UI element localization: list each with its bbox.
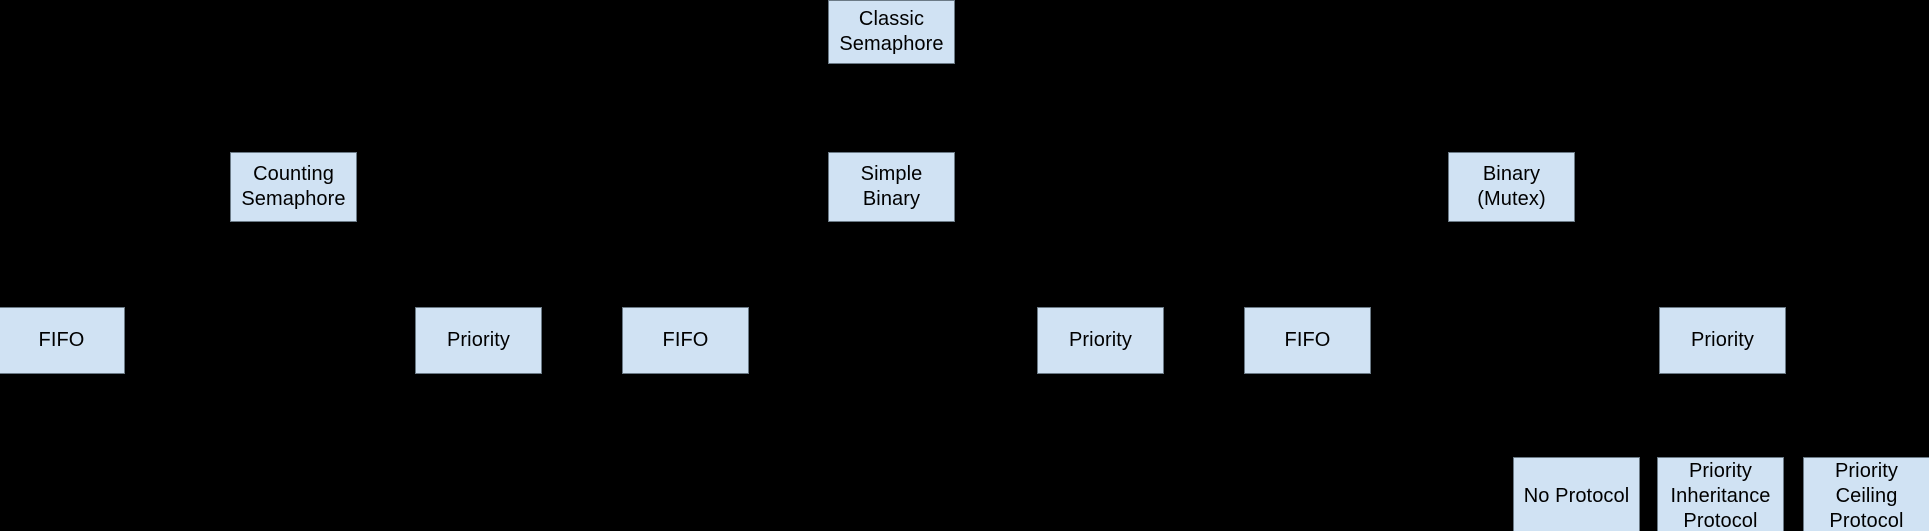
node-counting-semaphore[interactable]: Counting Semaphore (230, 152, 357, 222)
node-counting-priority[interactable]: Priority (415, 307, 542, 374)
node-label-no-protocol: No Protocol (1523, 484, 1630, 507)
node-simple-binary[interactable]: Simple Binary (828, 152, 955, 222)
node-label-simple-binary-fifo: FIFO (662, 329, 709, 351)
node-label-classic-semaphore: Classic Semaphore (839, 8, 944, 55)
node-priority-inheritance-protocol[interactable]: Priority Inheritance Protocol (1657, 457, 1784, 531)
node-label-simple-binary-priority: Priority (1068, 329, 1133, 351)
node-no-protocol[interactable]: No Protocol (1513, 457, 1640, 531)
node-label-simple-binary: Simple Binary (860, 163, 923, 210)
node-label-counting-fifo: FIFO (38, 329, 85, 351)
node-mutex-priority[interactable]: Priority (1659, 307, 1786, 374)
node-binary-mutex[interactable]: Binary (Mutex) (1448, 152, 1575, 222)
node-label-mutex-priority: Priority (1690, 329, 1755, 351)
node-label-counting-priority: Priority (446, 329, 511, 351)
node-classic-semaphore[interactable]: Classic Semaphore (828, 0, 955, 64)
node-label-priority-inheritance-protocol: Priority Inheritance Protocol (1670, 459, 1771, 531)
node-simple-binary-priority[interactable]: Priority (1037, 307, 1164, 374)
node-label-mutex-fifo: FIFO (1284, 329, 1331, 351)
node-label-binary-mutex: Binary (Mutex) (1477, 163, 1546, 210)
node-label-priority-ceiling-protocol: Priority Ceiling Protocol (1829, 459, 1904, 531)
node-priority-ceiling-protocol[interactable]: Priority Ceiling Protocol (1803, 457, 1929, 531)
node-label-counting-semaphore: Counting Semaphore (241, 163, 346, 210)
node-mutex-fifo[interactable]: FIFO (1244, 307, 1371, 374)
node-counting-fifo[interactable]: FIFO (0, 307, 125, 374)
node-simple-binary-fifo[interactable]: FIFO (622, 307, 749, 374)
